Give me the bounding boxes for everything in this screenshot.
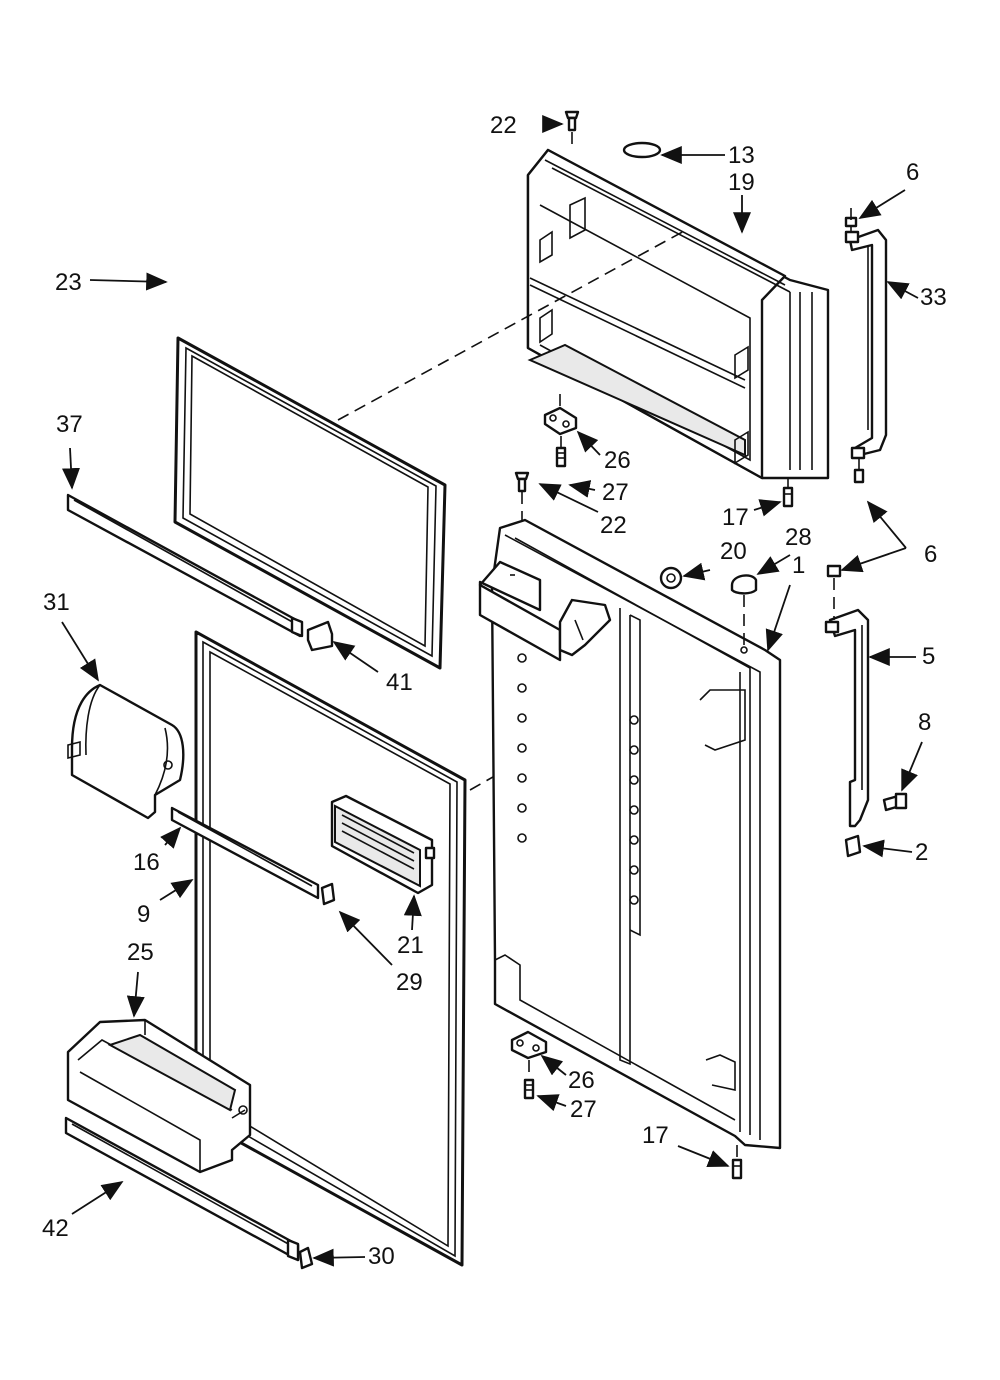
callout-17-bottom: 17 [642, 1122, 669, 1149]
callout-17-top: 17 [722, 504, 749, 531]
callout-33: 33 [920, 284, 947, 311]
callout-1: 1 [792, 552, 805, 579]
freezer-gasket [173, 336, 447, 670]
callout-42: 42 [42, 1215, 69, 1242]
freezer-door [526, 141, 830, 480]
callout-23: 23 [55, 269, 82, 296]
callout-27-bottom: 27 [570, 1096, 597, 1123]
screw-22-top [564, 110, 580, 150]
vent-21 [330, 794, 436, 895]
clip-30 [298, 1246, 314, 1270]
callout-26-bottom: 26 [568, 1067, 595, 1094]
door-bin-25 [66, 1018, 252, 1174]
callout-16: 16 [133, 849, 160, 876]
callout-25: 25 [127, 939, 154, 966]
callout-labels: 22 13 19 6 23 33 37 26 27 22 17 28 20 6 … [42, 112, 947, 1270]
handle-33 [844, 208, 888, 484]
screw-22-mid [514, 471, 530, 522]
callout-26-top: 26 [604, 447, 631, 474]
part-20-button [659, 566, 683, 590]
screw-8 [882, 792, 908, 812]
callout-2: 2 [915, 839, 928, 866]
callout-21: 21 [397, 932, 424, 959]
callout-27-top: 27 [602, 479, 629, 506]
dairy-cover-31 [67, 683, 185, 820]
callout-41: 41 [386, 669, 413, 696]
fresh-food-gasket [194, 630, 467, 1267]
callout-19: 19 [728, 169, 755, 196]
trim-16 [170, 806, 320, 900]
hinge-26-top [543, 394, 578, 436]
callout-22-mid: 22 [600, 512, 627, 539]
clip-29 [320, 882, 336, 906]
callout-6-top: 6 [906, 159, 919, 186]
rail-37 [66, 493, 304, 638]
callout-20: 20 [720, 538, 747, 565]
callout-31: 31 [43, 589, 70, 616]
callout-8: 8 [918, 709, 931, 736]
trim-42 [64, 1116, 300, 1262]
callout-5: 5 [922, 643, 935, 670]
plug-28 [730, 574, 758, 645]
callout-30: 30 [368, 1243, 395, 1270]
callout-37: 37 [56, 411, 83, 438]
screw-27-bottom [523, 1060, 535, 1100]
callout-9: 9 [137, 901, 150, 928]
callout-6-bottom: 6 [924, 541, 937, 568]
callout-29: 29 [396, 969, 423, 996]
guide-line-freezer [337, 229, 687, 421]
screw-27-top [555, 436, 567, 468]
clip-41 [306, 620, 334, 652]
part-13-button [622, 141, 662, 159]
callout-22-top: 22 [490, 112, 517, 139]
handle-5 [824, 564, 870, 828]
fresh-food-door [478, 518, 782, 1150]
callout-13: 13 [728, 142, 755, 169]
cap-2 [844, 834, 862, 858]
screw-17-bottom [731, 1145, 743, 1180]
leader-lines [61, 115, 923, 1267]
callout-28: 28 [785, 524, 812, 551]
screw-17-top [782, 478, 794, 508]
hinge-26-bottom [510, 1030, 548, 1060]
